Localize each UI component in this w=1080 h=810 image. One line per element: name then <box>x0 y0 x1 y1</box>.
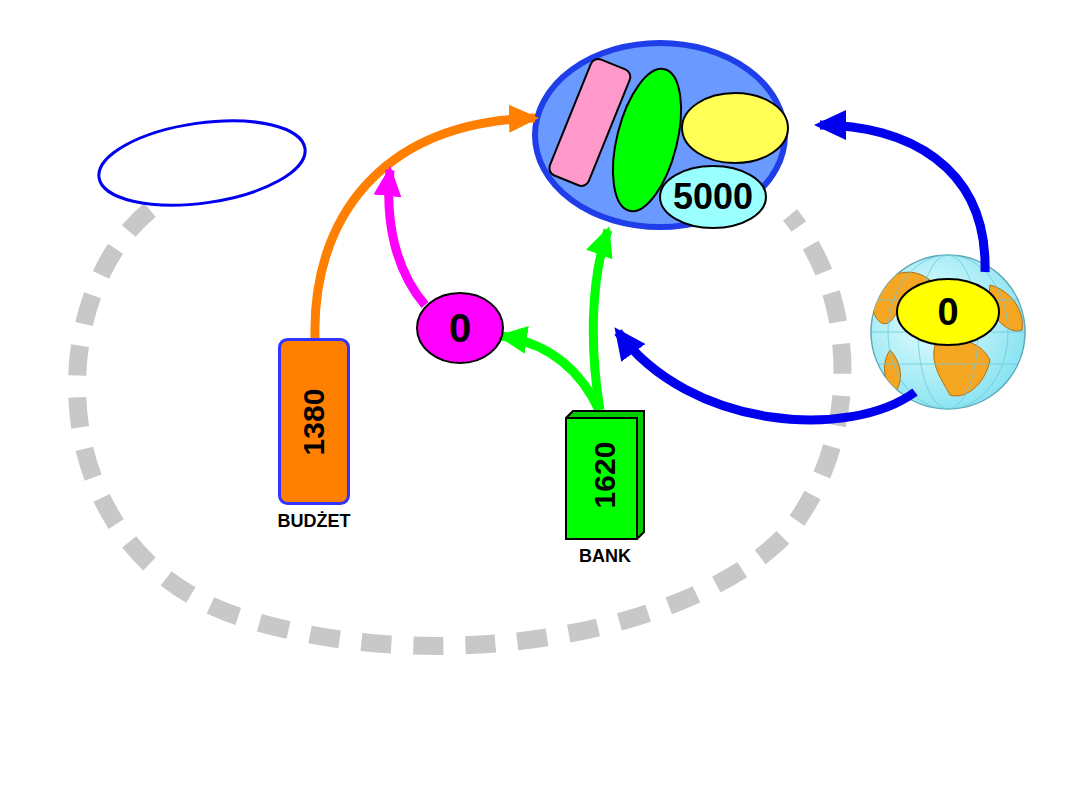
reserve-ellipse: 5000 <box>658 164 768 230</box>
dashed-loop <box>77 210 842 646</box>
world-ellipse: 0 <box>895 277 1001 347</box>
amount-number: 0 <box>937 291 958 334</box>
node-caption: BANK <box>579 546 631 567</box>
globe <box>871 255 1025 409</box>
world-arrow <box>820 125 985 272</box>
amount-number: 5000 <box>673 176 753 218</box>
bank-box: 1620BANK <box>565 410 645 540</box>
amount-number: 1620 <box>588 442 622 509</box>
yellow-ellipse <box>682 93 788 163</box>
amount-number: 0 <box>449 306 471 351</box>
magenta-arrow <box>389 170 425 305</box>
budget-box: 1380BUDŻET <box>278 338 350 505</box>
budget-arrow <box>315 118 535 338</box>
node-caption: BUDŻET <box>278 511 351 532</box>
amount-number: 1380 <box>297 388 331 455</box>
magenta-ellipse: 0 <box>415 291 505 365</box>
bank-arrow <box>593 230 608 410</box>
world-arrow <box>618 332 915 420</box>
flow-arrow <box>501 336 599 410</box>
empty-ellipse <box>93 109 310 217</box>
